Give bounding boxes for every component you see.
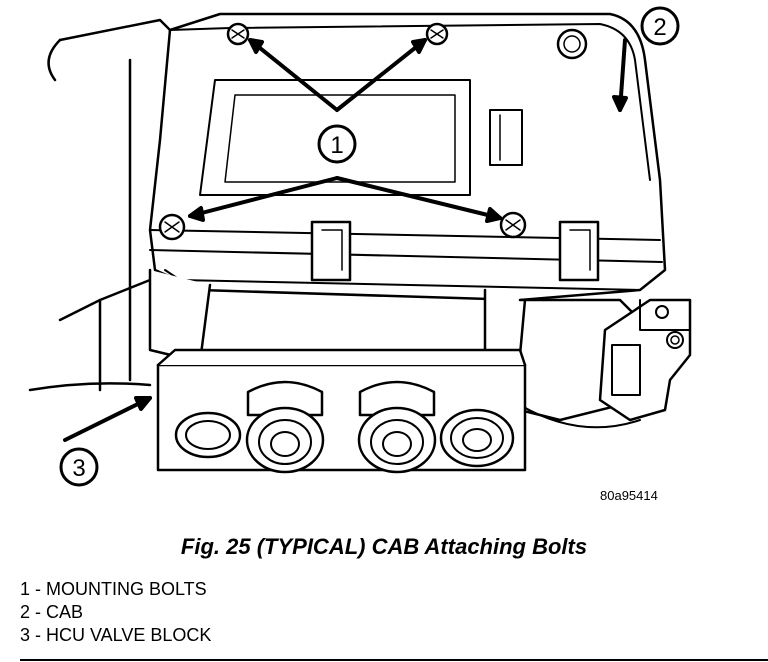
valve-port-2 <box>245 380 325 474</box>
legend-item-cab: 2 - CAB <box>20 602 84 622</box>
electrical-connector <box>598 298 692 422</box>
legend-item-hcu-valve-block: 3 - HCU VALVE BLOCK <box>20 625 212 645</box>
bottom-divider <box>20 659 768 661</box>
callout-1: 1 <box>317 124 357 164</box>
mounting-bolt-icons <box>158 22 527 241</box>
bolt-bottom-right <box>499 211 527 239</box>
hcu-valve-block <box>156 348 527 474</box>
bolt-top-left <box>226 22 250 46</box>
cab-attaching-bolts-illustration: 1 2 3 <box>28 6 692 487</box>
figure-legend: 1 - MOUNTING BOLTS 2 - CAB 3 - HCU VALVE… <box>20 578 211 647</box>
svg-text:1: 1 <box>330 132 343 159</box>
valve-port-3 <box>357 380 437 474</box>
valve-port-1 <box>174 411 242 459</box>
valve-port-4 <box>439 408 515 468</box>
leader-arrows <box>63 38 628 442</box>
legend-item-mounting-bolts: 1 - MOUNTING BOLTS <box>20 579 207 599</box>
callout-2: 2 <box>640 6 680 46</box>
svg-text:2: 2 <box>653 14 666 41</box>
svg-text:3: 3 <box>72 455 85 482</box>
bolt-bottom-left <box>158 213 186 241</box>
bolt-top-right <box>425 22 449 46</box>
cab-module <box>148 12 667 429</box>
figure-caption: Fig. 25 (TYPICAL) CAB Attaching Bolts <box>180 534 588 559</box>
figure-id-label: 80a95414 <box>600 488 658 503</box>
callout-3: 3 <box>59 447 99 487</box>
